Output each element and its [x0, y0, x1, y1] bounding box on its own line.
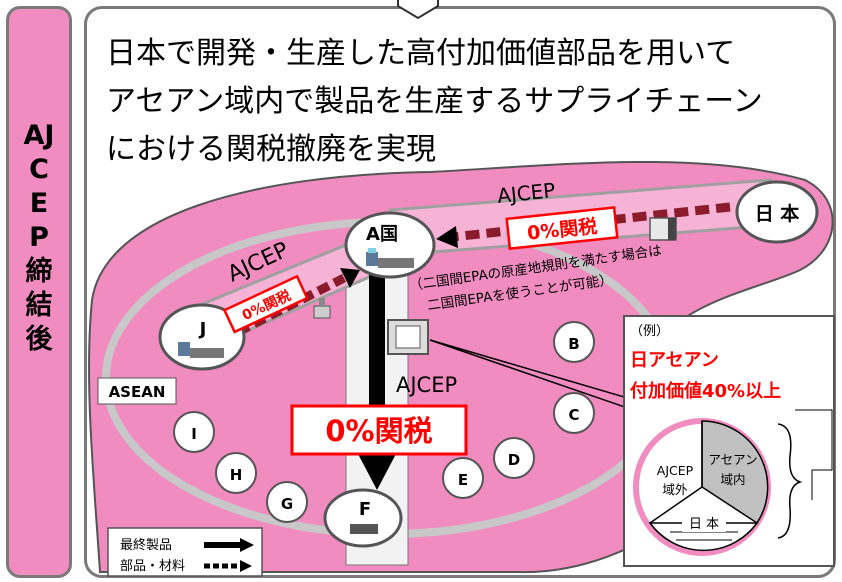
headline-line-3: における関税撤廃を実現: [106, 132, 436, 167]
node-e: E: [442, 457, 484, 499]
pie-slice-asean: [701, 420, 769, 525]
node-japan: 日 本: [735, 180, 819, 244]
example-box: （例） 日アセアン 付加価値40%以上 AJCEP 域外 アセアン 域内 日 本: [623, 315, 835, 567]
pie-label-outside-1: AJCEP: [657, 463, 694, 478]
final-product-flow-head: [357, 452, 397, 490]
tariff-label-center: 0%関税: [325, 414, 432, 448]
node-i-label: I: [191, 425, 197, 443]
pie-label-japan: 日 本: [689, 517, 719, 532]
node-a-label: A国: [366, 224, 398, 245]
node-g: G: [266, 481, 308, 523]
node-j-label: J: [198, 319, 207, 340]
node-c: C: [553, 392, 595, 434]
asean-label: ASEAN: [109, 383, 166, 401]
factory-icon-f: [350, 524, 378, 534]
node-c-label: C: [568, 406, 579, 424]
node-e-label: E: [458, 471, 468, 489]
node-h-label: H: [230, 466, 243, 484]
node-f-label: F: [359, 499, 371, 520]
factory-icon-j: [178, 342, 224, 358]
node-japan-label: 日 本: [755, 202, 800, 225]
node-b: B: [553, 321, 595, 363]
headline: 日本で開発・生産した高付加価値部品を用いて アセアン域内で製品を生産するサプライ…: [106, 30, 763, 174]
callout-line-2: [429, 339, 649, 416]
example-line-2: 付加価値40%以上: [630, 380, 781, 402]
headline-line-1: 日本で開発・生産した高付加価値部品を用いて: [106, 36, 736, 71]
parts-gear-icon: [313, 298, 331, 319]
tariff-box-top: 0%関税: [505, 206, 619, 251]
bracket: [777, 423, 803, 539]
value-pie: AJCEP 域外 アセアン 域内 日 本: [633, 418, 771, 556]
headline-line-2: アセアン域内で製品を生産するサプライチェーン: [106, 84, 763, 119]
legend-final-product-label: 最終製品: [120, 537, 172, 553]
product-panel-icon: [387, 319, 429, 355]
node-f: F: [323, 488, 403, 548]
asean-label-box: ASEAN: [97, 377, 177, 405]
node-d: D: [493, 437, 535, 479]
node-a: A国: [344, 211, 436, 279]
sidebar-title-box: AJCEP締結後: [6, 6, 72, 578]
node-d-label: D: [508, 451, 520, 469]
pie-label-asean-1: アセアン: [708, 452, 757, 467]
node-i: I: [173, 411, 215, 453]
node-h: H: [215, 452, 257, 494]
parts-flow-japan-a-head: [436, 226, 458, 248]
example-label: （例）: [630, 324, 669, 339]
pie-label-asean-2: 域内: [720, 472, 745, 487]
parts-flow-j-a-head: [340, 268, 360, 288]
ajcep-label-center: AJCEP: [396, 373, 457, 397]
pie-label-outside-2: 域外: [662, 482, 688, 497]
node-j: J: [158, 303, 246, 371]
node-b-label: B: [568, 335, 579, 353]
tariff-box-center: 0%関税: [290, 404, 468, 456]
sidebar-title: AJCEP締結後: [23, 120, 55, 355]
bracket-connector: [795, 409, 833, 500]
legend-parts-label: 部品・材料: [120, 559, 185, 574]
factory-icon: [366, 248, 414, 268]
pie-slice-japan: [648, 522, 759, 552]
legend: 最終製品 部品・材料: [107, 527, 263, 577]
callout-line-1: [429, 339, 649, 405]
parts-box-icon: [649, 217, 677, 241]
example-line-1: 日アセアン: [630, 350, 719, 371]
top-notch: [397, 0, 439, 20]
node-g-label: G: [281, 495, 293, 513]
